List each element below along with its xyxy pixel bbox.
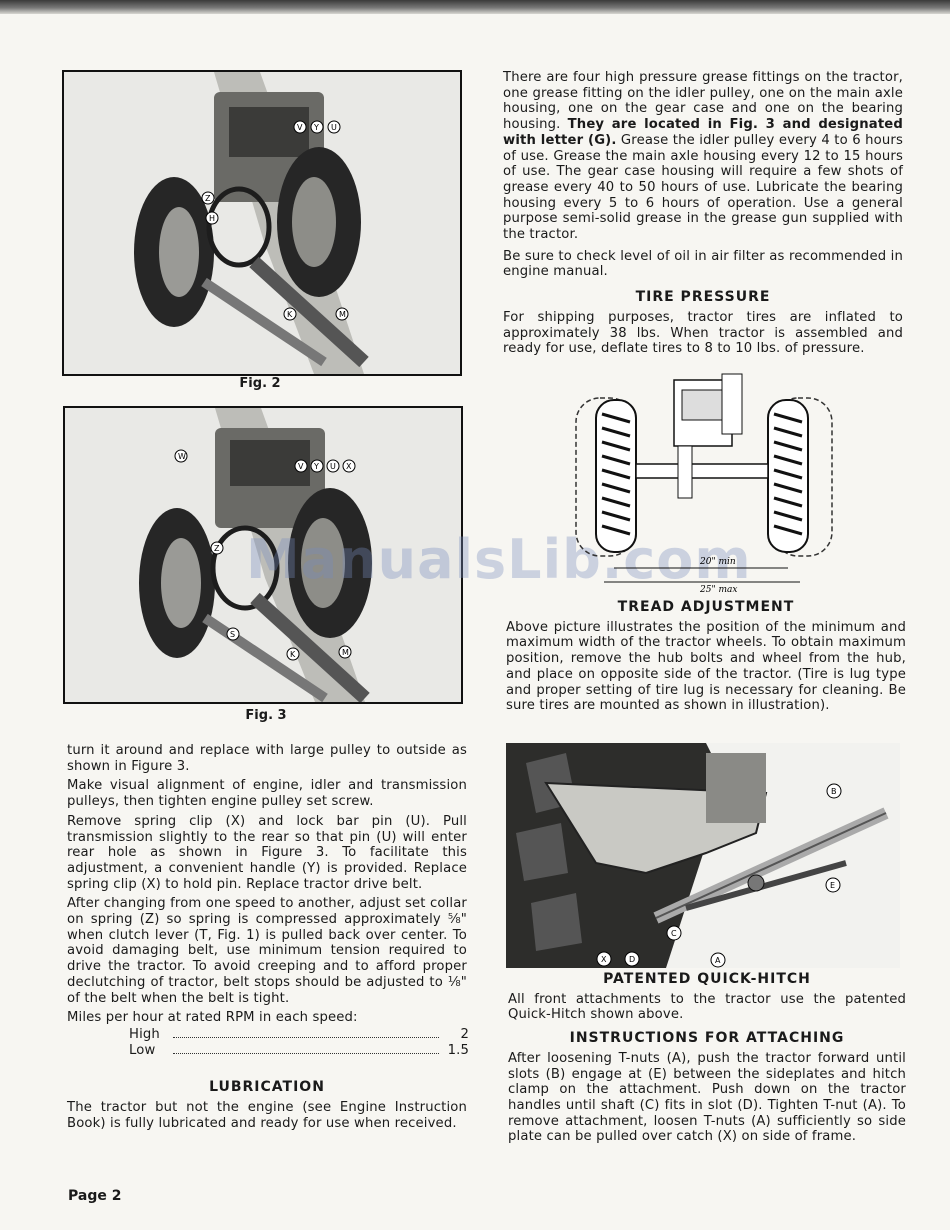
- fig2-callout-1: V: [297, 123, 303, 132]
- tread-adjustment-text: Above picture illustrates the position o…: [506, 619, 906, 714]
- fig3-callout-4: U: [330, 462, 336, 471]
- tire-pressure-heading: TIRE PRESSURE: [635, 289, 771, 306]
- speed-row-high: High 2: [129, 1027, 469, 1043]
- hitch-callout-6: D: [629, 955, 635, 964]
- hitch-callout-3: C: [671, 929, 677, 938]
- figure-3-caption: Fig. 3: [245, 708, 287, 723]
- figure-2-photo: V Y U Z H K M: [62, 70, 462, 376]
- hitch-callouts: B E C A X D: [596, 783, 842, 968]
- tire-pressure-text: For shipping purposes, tractor tires are…: [503, 309, 903, 357]
- tread-adjustment-heading: TREAD ADJUSTMENT: [617, 599, 795, 615]
- leader-dots: [173, 1036, 439, 1038]
- fig3-callout-2: V: [298, 462, 304, 471]
- paragraph-spring-clip: Remove spring clip (X) and lock bar pin …: [67, 813, 467, 892]
- hitch-callout-1: B: [831, 787, 837, 796]
- speed-table: High 2 Low 1.5: [129, 1027, 469, 1058]
- fig2-callout-4: Z: [205, 194, 211, 203]
- fig2-callout-6: K: [287, 310, 293, 319]
- figure-3-photo: W V Y U X Z S K M: [63, 406, 463, 704]
- fig2-callout-2: Y: [313, 123, 319, 132]
- speed-label: High: [129, 1026, 160, 1042]
- attaching-text: After loosening T-nuts (A), push the tra…: [508, 1050, 906, 1145]
- right-text-column-bottom: PATENTED QUICK-HITCH All front attachmen…: [508, 971, 906, 1149]
- left-text-column: turn it around and replace with large pu…: [67, 743, 469, 1135]
- grease-text-b: Grease the idler pulley every 4 to 6 hou…: [503, 132, 903, 243]
- tread-width-drawing: 20" min 25" max: [575, 373, 833, 595]
- attaching-heading: INSTRUCTIONS FOR ATTACHING: [569, 1030, 845, 1047]
- lubrication-heading: LUBRICATION: [209, 1079, 325, 1096]
- air-filter-text: Be sure to check level of oil in air fil…: [503, 248, 903, 280]
- fig2-callout-5: H: [209, 214, 215, 223]
- grease-fittings-text: There are four high pressure grease fitt…: [503, 70, 903, 243]
- tread-min-label: 20" min: [699, 557, 736, 567]
- fig3-callouts: W V Y U X Z S K M: [174, 449, 356, 661]
- fig3-callout-3: Y: [313, 462, 319, 471]
- quick-hitch-text: All front attachments to the tractor use…: [508, 991, 906, 1023]
- paragraph-speed-change: After changing from one speed to another…: [67, 896, 467, 1006]
- leader-dots: [173, 1052, 439, 1054]
- grease-text-a: There are four high pressure grease fitt…: [503, 70, 903, 133]
- fig3-callout-6: Z: [214, 544, 220, 553]
- speeds-intro: Miles per hour at rated RPM in each spee…: [67, 1010, 358, 1026]
- speed-label: Low: [129, 1042, 156, 1058]
- fig2-callout-7: M: [339, 310, 346, 319]
- page-number: Page 2: [68, 1188, 122, 1204]
- fig3-callout-8: K: [290, 650, 296, 659]
- tractor-photo-fig3: W V Y U X Z S K M: [65, 408, 461, 702]
- fig3-callout-1: W: [178, 452, 186, 461]
- fig3-callout-5: X: [346, 462, 352, 471]
- speed-row-low: Low 1.5: [129, 1043, 469, 1059]
- fig2-callouts: V Y U Z H K M: [201, 120, 349, 321]
- tread-max-label: 25" max: [699, 585, 737, 595]
- speed-value: 1.5: [447, 1042, 469, 1058]
- hitch-callout-2: E: [830, 881, 835, 890]
- fig3-callout-9: M: [342, 648, 349, 657]
- hitch-callout-4: A: [715, 956, 721, 965]
- right-text-column-top: There are four high pressure grease fitt…: [503, 70, 903, 361]
- tread-diagram: 20" min 25" max: [574, 370, 836, 596]
- hitch-callout-5: X: [601, 955, 607, 964]
- grease-text-bold: They are located in Fig. 3 and designate…: [503, 117, 903, 148]
- quick-hitch-heading: PATENTED QUICK-HITCH: [603, 971, 811, 987]
- speed-value: 2: [460, 1026, 469, 1042]
- quick-hitch-photo: B E C A X D: [506, 743, 900, 968]
- fig2-callout-3: U: [331, 123, 337, 132]
- scan-edge-band: [0, 0, 950, 14]
- quick-hitch-drawing: B E C A X D: [506, 743, 900, 968]
- right-text-column-middle: TREAD ADJUSTMENT Above picture illustrat…: [506, 599, 906, 718]
- lubrication-text: The tractor but not the engine (see Engi…: [67, 1100, 467, 1131]
- figure-2-caption: Fig. 2: [239, 376, 281, 391]
- fig3-callout-7: S: [230, 630, 235, 639]
- paragraph-pulley-turn: turn it around and replace with large pu…: [67, 743, 467, 774]
- tractor-photo-fig2: V Y U Z H K M: [64, 72, 460, 374]
- paragraph-alignment: Make visual alignment of engine, idler a…: [67, 778, 467, 810]
